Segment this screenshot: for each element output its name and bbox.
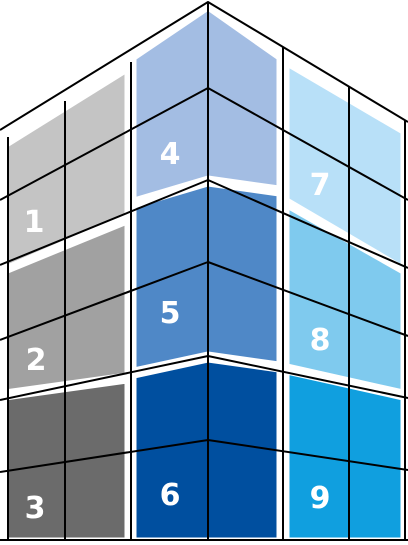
- panel-label-5: 5: [160, 296, 181, 331]
- panel-label-1: 1: [24, 205, 45, 240]
- panel-9: [287, 372, 403, 540]
- panel-label-8: 8: [310, 323, 331, 358]
- panel-6: [134, 360, 279, 540]
- panel-label-6: 6: [160, 478, 181, 513]
- panel-label-7: 7: [310, 168, 331, 203]
- panel-label-9: 9: [310, 481, 331, 516]
- panel-5: [134, 184, 279, 370]
- right-column: [287, 64, 403, 540]
- panel-label-2: 2: [26, 343, 47, 378]
- panel-label-4: 4: [160, 137, 181, 172]
- panel-label-3: 3: [25, 491, 46, 526]
